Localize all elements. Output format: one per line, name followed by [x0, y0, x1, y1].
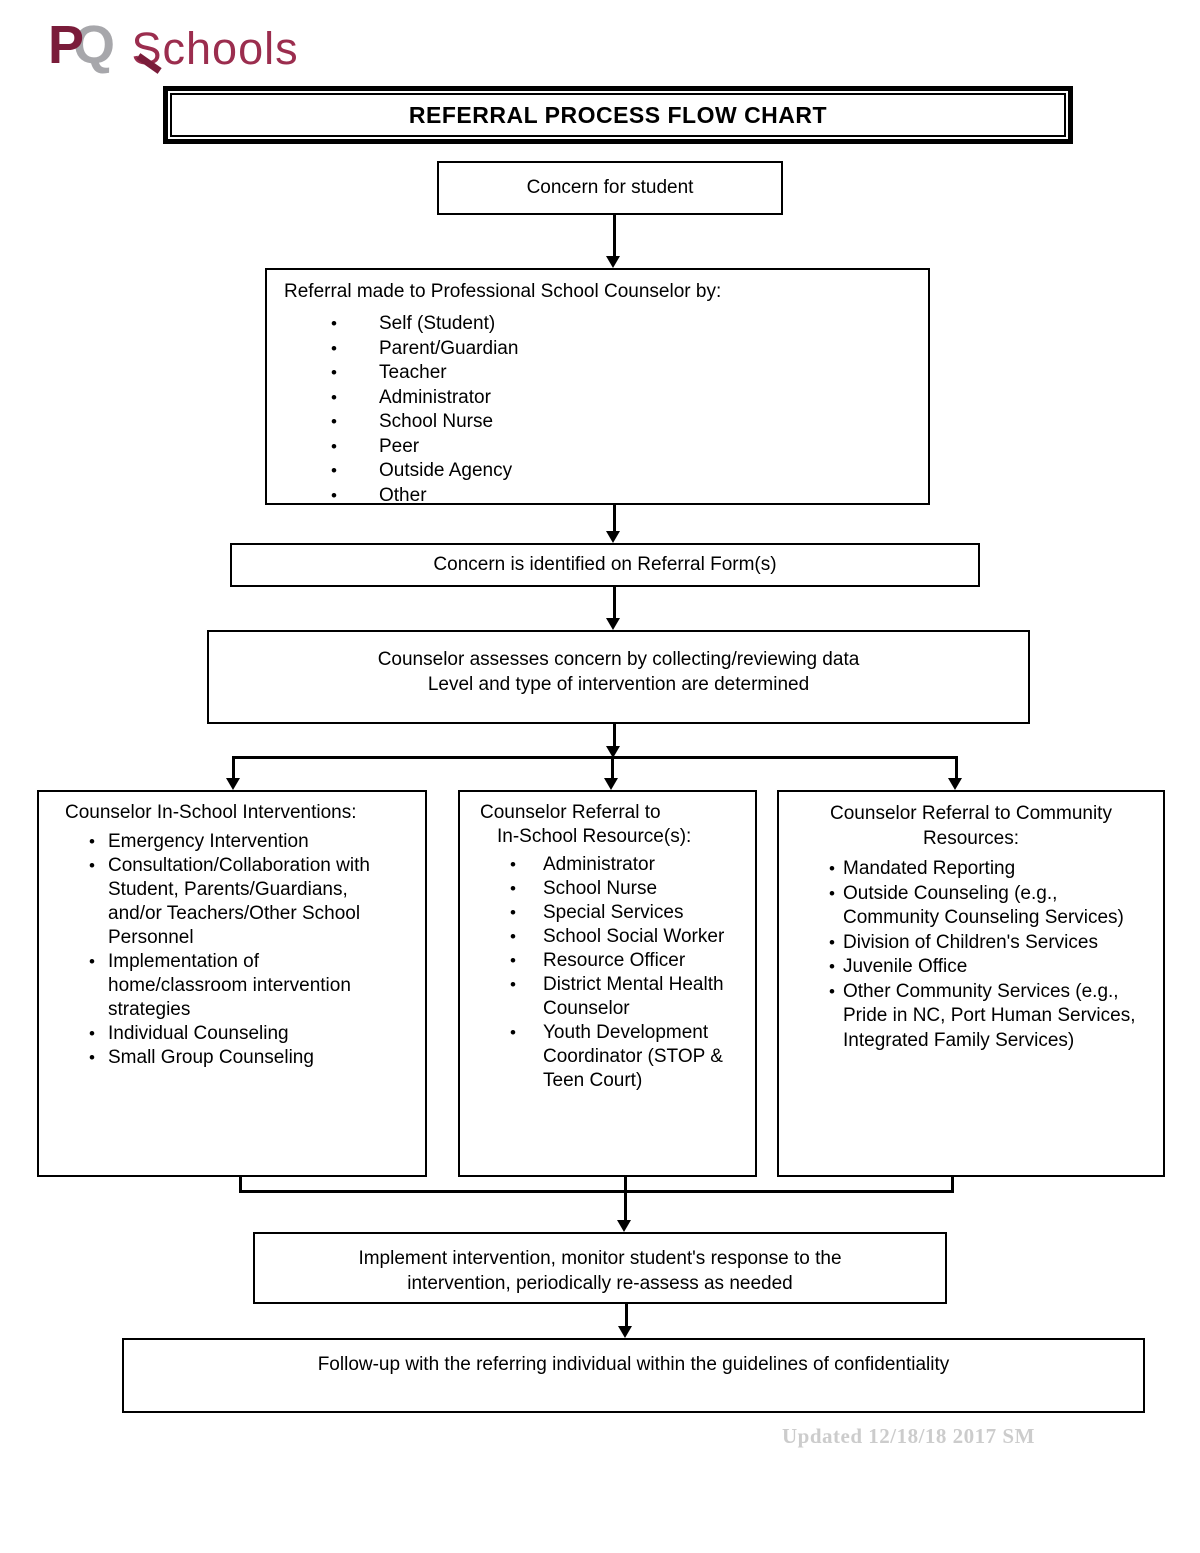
node-implement-line2: intervention, periodically re-assess as … — [407, 1273, 793, 1294]
connector-assess-to-split-line — [613, 724, 616, 746]
page-title: REFERRAL PROCESS FLOW CHART — [408, 101, 828, 128]
list-item: District Mental Health Counselor — [460, 973, 755, 1021]
list-item: Parent/Guardian — [267, 337, 928, 362]
split-drop-center-arrowhead — [604, 778, 618, 790]
node-concern-label: Concern for student — [526, 177, 694, 198]
interventions-list: Emergency InterventionConsultation/Colla… — [39, 830, 425, 1070]
list-item: Administrator — [267, 386, 928, 411]
list-item: Resource Officer — [460, 949, 755, 973]
list-item: Implementation of home/classroom interve… — [39, 950, 425, 1022]
merge-stub-right-line — [951, 1177, 954, 1193]
node-community-title-line2: Resources: — [922, 828, 1020, 849]
node-interventions-title: Counselor In-School Interventions: — [65, 802, 357, 823]
connector-identified-to-assess-arrowhead — [606, 618, 620, 630]
list-item: Youth Development Coordinator (STOP & Te… — [460, 1021, 755, 1093]
list-item: Individual Counseling — [39, 1022, 425, 1046]
node-resources-title-line1: Counselor Referral to — [480, 802, 661, 823]
node-assess-line2: Level and type of intervention are deter… — [427, 674, 810, 695]
list-item: Division of Children's Services — [779, 931, 1163, 956]
connector-concern-to-referral-line — [613, 215, 616, 256]
node-followup: Follow-up with the referring individual … — [122, 1338, 1145, 1413]
connector-implement-to-followup-line — [625, 1304, 628, 1326]
logo-letter-q: Q — [73, 15, 116, 75]
node-in-school-resources: Counselor Referral to In-School Resource… — [458, 790, 757, 1177]
list-item: School Nurse — [460, 877, 755, 901]
list-item: Mandated Reporting — [779, 857, 1163, 882]
list-item: Other — [267, 484, 928, 509]
connector-implement-to-followup-arrowhead — [618, 1326, 632, 1338]
list-item: Administrator — [460, 853, 755, 877]
list-item: Teacher — [267, 361, 928, 386]
split-drop-right-arrowhead — [948, 778, 962, 790]
node-referral-made-to: Referral made to Professional School Cou… — [265, 268, 930, 508]
pq-schools-logo: PQ Schools — [48, 14, 299, 76]
connector-concern-to-referral-arrowhead — [606, 256, 620, 268]
logo-letter-p: P — [48, 15, 84, 75]
list-item: School Nurse — [267, 410, 928, 435]
referral-source-list: Self (Student)Parent/GuardianTeacherAdmi… — [267, 312, 928, 508]
node-concern-identified: Concern is identified on Referral Form(s… — [230, 543, 980, 587]
split-drop-left-arrowhead — [226, 778, 240, 790]
node-counselor-assesses: Counselor assesses concern by collecting… — [207, 630, 1030, 724]
node-followup-label: Follow-up with the referring individual … — [317, 1354, 950, 1375]
list-item: Special Services — [460, 901, 755, 925]
split-drop-center-line — [611, 759, 614, 778]
list-item: Other Community Services (e.g., Pride in… — [779, 980, 1163, 1054]
merge-horizontal-line — [239, 1190, 954, 1193]
connector-merge-to-implement-arrowhead — [617, 1220, 631, 1232]
node-referral-heading: Referral made to Professional School Cou… — [284, 281, 722, 302]
connector-referral-to-identified-line — [613, 505, 616, 531]
split-drop-left-line — [232, 759, 235, 778]
list-item: Consultation/Collaboration with Student,… — [39, 854, 425, 950]
node-implement-intervention: Implement intervention, monitor student'… — [253, 1232, 947, 1304]
node-assess-line1: Counselor assesses concern by collecting… — [377, 649, 860, 670]
title-box: REFERRAL PROCESS FLOW CHART — [163, 86, 1073, 144]
list-item: School Social Worker — [460, 925, 755, 949]
list-item: Self (Student) — [267, 312, 928, 337]
community-resources-list: Mandated ReportingOutside Counseling (e.… — [779, 857, 1163, 1053]
node-community-resources: Counselor Referral to Community Resource… — [777, 790, 1165, 1177]
list-item: Outside Agency — [267, 459, 928, 484]
updated-date-note: Updated 12/18/18 2017 SM — [782, 1424, 1035, 1448]
node-community-title-line1: Counselor Referral to Community — [830, 803, 1112, 824]
list-item: Small Group Counseling — [39, 1046, 425, 1070]
list-item: Outside Counseling (e.g., Community Coun… — [779, 882, 1163, 931]
node-implement-line1: Implement intervention, monitor student'… — [358, 1248, 842, 1269]
node-identified-label: Concern is identified on Referral Form(s… — [433, 554, 777, 575]
in-school-resources-list: AdministratorSchool NurseSpecial Service… — [460, 853, 755, 1093]
connector-identified-to-assess-line — [613, 587, 616, 618]
node-concern-for-student: Concern for student — [437, 161, 783, 215]
list-item: Juvenile Office — [779, 955, 1163, 980]
split-horizontal-line — [232, 756, 958, 759]
title-box-inner: REFERRAL PROCESS FLOW CHART — [170, 93, 1066, 137]
node-resources-title-line2: In-School Resource(s): — [497, 826, 692, 847]
split-drop-right-line — [955, 759, 958, 778]
connector-assess-to-split-arrowhead — [606, 746, 620, 758]
connector-merge-to-implement-line — [624, 1177, 627, 1220]
list-item: Peer — [267, 435, 928, 460]
node-in-school-interventions: Counselor In-School Interventions: Emerg… — [37, 790, 427, 1177]
list-item: Emergency Intervention — [39, 830, 425, 854]
merge-stub-left-line — [239, 1177, 242, 1193]
connector-referral-to-identified-arrowhead — [606, 531, 620, 543]
